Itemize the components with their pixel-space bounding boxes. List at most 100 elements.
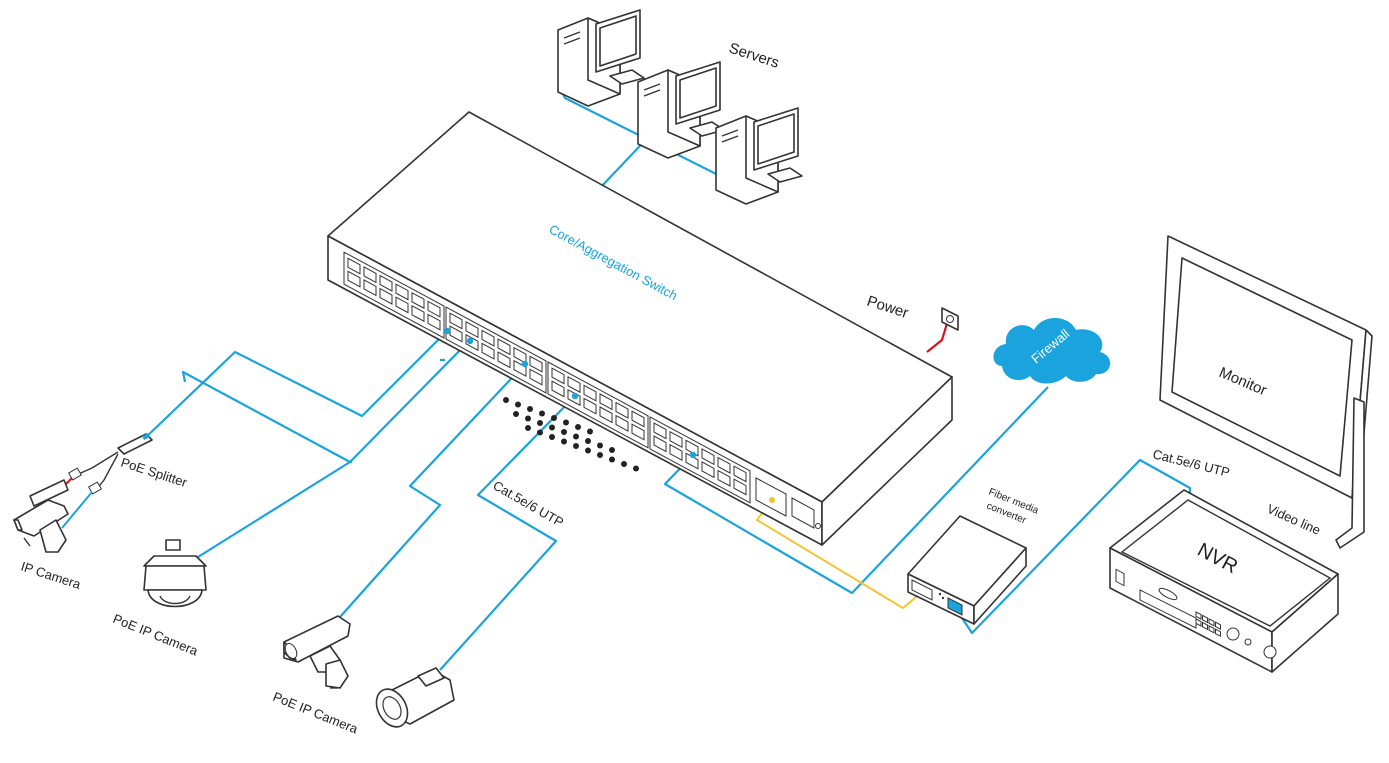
switch-port xyxy=(465,321,479,339)
server-2 xyxy=(637,61,725,159)
nvr-button xyxy=(1215,628,1221,638)
port-group-outline xyxy=(649,416,751,504)
switch-port xyxy=(733,465,747,483)
switch-port xyxy=(529,368,543,386)
switch-port xyxy=(411,291,425,310)
switch-port xyxy=(395,283,409,301)
switch-port xyxy=(481,342,495,360)
switch-port xyxy=(551,380,565,398)
switch-port xyxy=(701,448,715,466)
ellipsis-dot xyxy=(633,465,639,472)
ellipsis-dot xyxy=(573,443,579,449)
video-line-label: Video line xyxy=(1265,501,1323,538)
firewall-cloud: Firewall xyxy=(993,318,1111,384)
ellipsis-dot xyxy=(609,456,615,463)
switch-port xyxy=(427,313,441,331)
sfp-slot-2 xyxy=(791,497,815,529)
ellipsis-dot xyxy=(585,447,591,454)
switch-port xyxy=(717,456,731,474)
switch-port xyxy=(529,355,543,373)
cable-switch-to-bullet-camera xyxy=(439,395,576,671)
port-group-outline xyxy=(343,251,445,339)
port-group-outline xyxy=(547,361,649,449)
switch-port xyxy=(583,384,597,402)
server-3 xyxy=(715,107,803,205)
cat-mid-label: Cat.5e/6 UTP xyxy=(491,478,567,530)
ellipsis-dot xyxy=(597,442,603,449)
switch-port xyxy=(363,266,377,284)
servers-label: Servers xyxy=(727,40,781,72)
switch-port xyxy=(615,414,629,432)
ellipsis-dot xyxy=(537,420,543,426)
ellipsis-dot xyxy=(575,424,581,430)
ellipsis-dot xyxy=(525,415,531,422)
cable-switch-to-splitter xyxy=(142,330,448,441)
switch-port xyxy=(733,478,747,496)
server-1 xyxy=(557,9,645,107)
switch-port xyxy=(363,279,377,297)
switch-port xyxy=(583,397,597,415)
nvr-button xyxy=(1215,621,1221,631)
sfp-slot-1 xyxy=(755,477,787,517)
ellipsis-dot xyxy=(561,429,567,435)
port-connectors xyxy=(443,327,775,503)
switch-port xyxy=(481,329,495,347)
nvr-button xyxy=(1208,624,1215,634)
switch-port xyxy=(631,423,645,441)
switch-port xyxy=(567,375,581,394)
cable-switch-to-firewall xyxy=(663,386,1049,595)
switch-port xyxy=(551,367,565,385)
switch-port xyxy=(347,270,361,288)
nvr-button xyxy=(1208,617,1215,627)
ellipsis-dot xyxy=(513,411,519,417)
poe-box-camera xyxy=(283,615,351,689)
cable-switch-to-box-camera xyxy=(339,363,526,618)
ellipsis-dot xyxy=(573,433,579,440)
switch-port xyxy=(427,300,441,318)
more-ports-dots xyxy=(503,397,639,472)
switch-side xyxy=(821,376,953,546)
poe-bullet-camera xyxy=(375,667,455,728)
ellipsis-dot xyxy=(525,425,531,431)
ellipsis-dot xyxy=(609,447,615,453)
switch-port xyxy=(411,304,425,323)
ellipsis-dot xyxy=(585,438,591,444)
poe-ip-camera-label-1: PoE IP Camera xyxy=(111,611,201,659)
switch-port xyxy=(379,287,393,305)
switch-port xyxy=(631,410,645,428)
switch-port xyxy=(347,257,361,275)
ellipsis-dot xyxy=(549,434,555,440)
ellipsis-dot xyxy=(549,424,555,431)
switch-port xyxy=(717,469,731,487)
switch-port xyxy=(701,461,715,479)
ip-camera-label: IP Camera xyxy=(19,559,83,593)
ellipsis-dot xyxy=(563,419,569,426)
ellipsis-dot xyxy=(515,401,521,408)
cable-switch-to-dome-camera xyxy=(181,339,471,464)
switch-port xyxy=(653,422,667,440)
switch-port xyxy=(669,430,683,448)
nvr: NVR xyxy=(1109,489,1339,673)
switch-port xyxy=(599,393,613,411)
ellipsis-dot xyxy=(597,452,603,458)
power-label: Power xyxy=(865,293,911,322)
ellipsis-dot xyxy=(503,397,509,403)
port-blocks xyxy=(343,251,751,504)
power-socket xyxy=(941,307,959,331)
nvr-button xyxy=(1202,614,1208,624)
switch-port xyxy=(497,351,511,369)
ellipsis-dot xyxy=(587,428,593,435)
ellipsis-dot xyxy=(551,415,557,421)
cable-converter-to-nvr xyxy=(951,458,1192,635)
ellipsis-dot xyxy=(621,461,627,467)
poe-splitter-label: PoE Splitter xyxy=(119,455,190,491)
nvr-button xyxy=(1195,618,1202,627)
fiber-media-converter xyxy=(907,515,1027,625)
switch-port xyxy=(449,325,463,343)
ellipsis-dot xyxy=(561,438,567,445)
cat-right-label: Cat.5e/6 UTP xyxy=(1151,446,1231,480)
switch-port xyxy=(379,274,393,292)
switch-port xyxy=(599,406,613,424)
core-aggregation-switch xyxy=(327,111,953,546)
